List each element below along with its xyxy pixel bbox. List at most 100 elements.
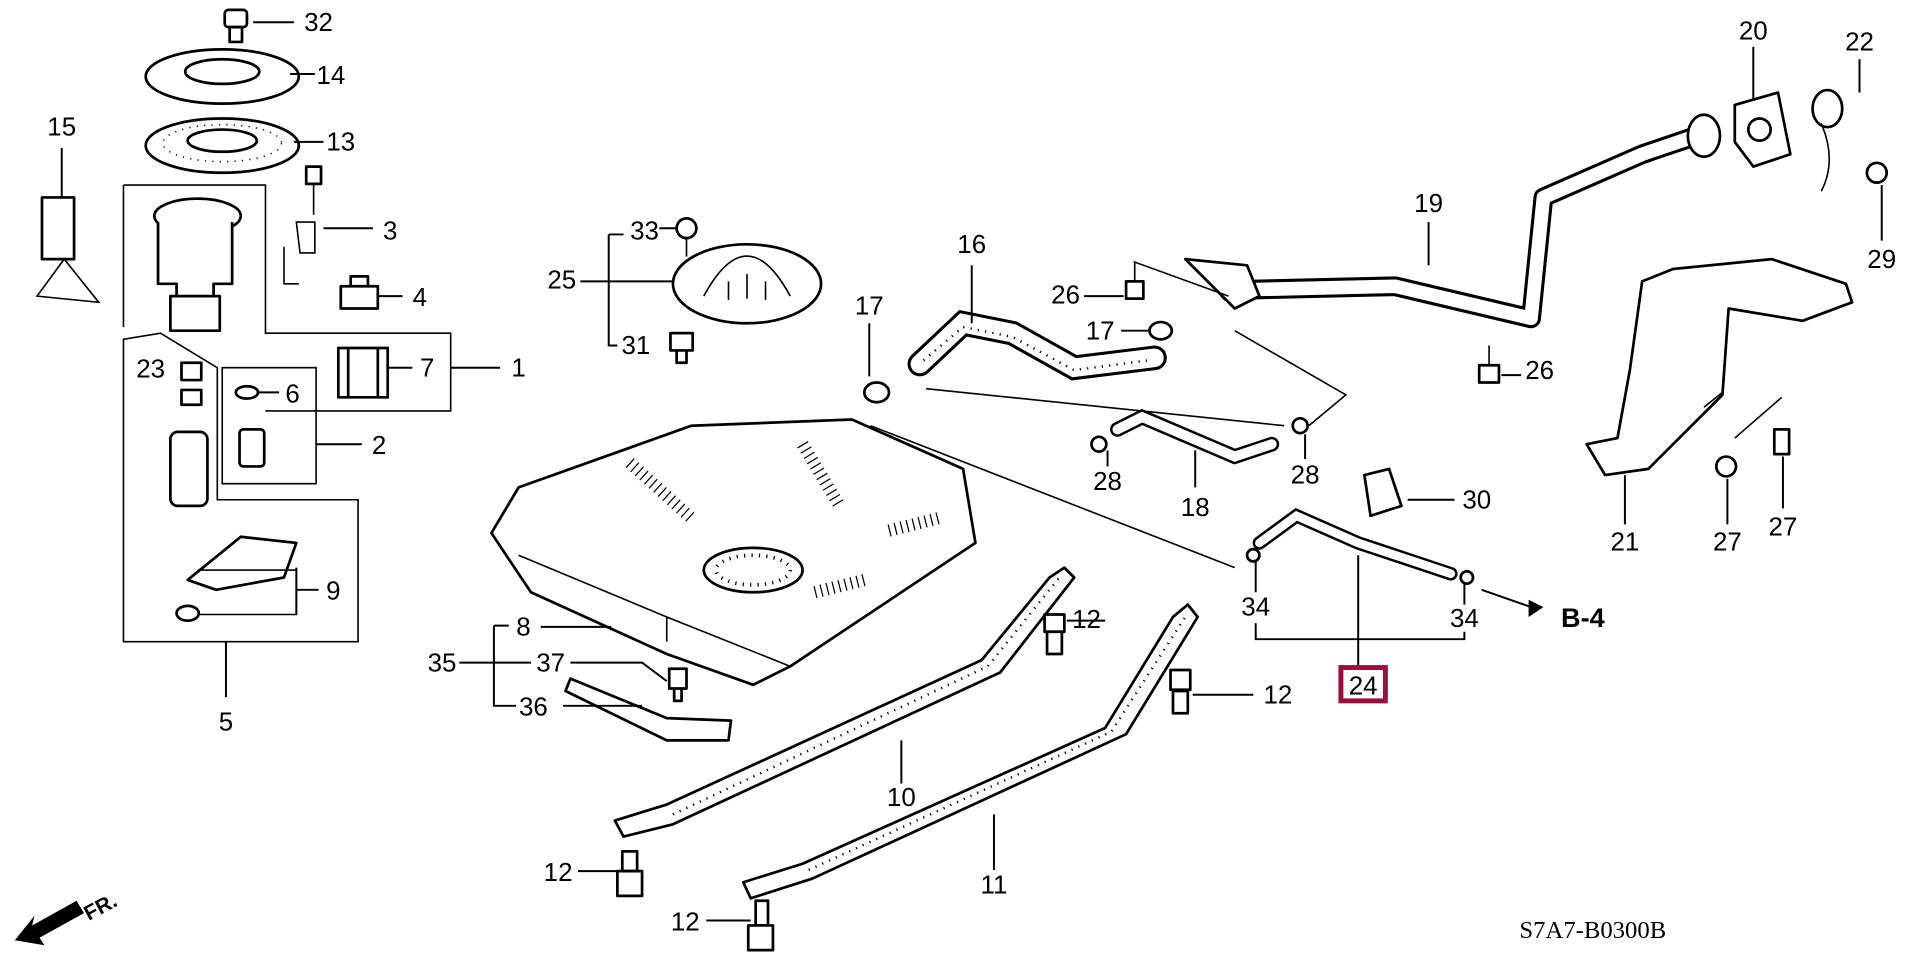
diagram-code: S7A7-B0300B <box>1519 917 1666 944</box>
front-label: FR. <box>80 889 121 925</box>
leader-lines <box>60 21 1883 922</box>
callout-22[interactable]: 22 <box>1845 29 1874 57</box>
callout-17[interactable]: 17 <box>855 293 884 321</box>
callout-5[interactable]: 5 <box>219 708 233 736</box>
packing-23-icon <box>180 361 203 407</box>
arrow-to-b4-icon <box>1528 599 1544 617</box>
callout-26[interactable]: 26 <box>1525 357 1554 385</box>
callout-27[interactable]: 27 <box>1769 514 1798 542</box>
callout-14[interactable]: 14 <box>316 62 345 90</box>
screw-33-icon <box>675 217 698 257</box>
hose-16-icon <box>907 309 1167 381</box>
fuel-pump-5-icon <box>122 332 359 643</box>
callout-9[interactable]: 9 <box>326 578 340 606</box>
guide-lines <box>870 387 1285 569</box>
callout-21[interactable]: 21 <box>1610 528 1639 556</box>
callout-11[interactable]: 11 <box>980 871 1007 899</box>
callout-20[interactable]: 20 <box>1739 17 1768 45</box>
strap-10-icon <box>613 566 1076 838</box>
ring-13-icon <box>144 117 301 175</box>
callout-26[interactable]: 26 <box>1051 282 1080 310</box>
hose-18-icon <box>1110 408 1280 465</box>
callout-16[interactable]: 16 <box>957 231 986 259</box>
clip-37-icon <box>667 667 688 703</box>
callout-17[interactable]: 17 <box>1086 317 1115 345</box>
callout-13[interactable]: 13 <box>326 129 355 157</box>
callout-25[interactable]: 25 <box>547 267 576 295</box>
callout-29[interactable]: 29 <box>1867 246 1896 274</box>
filler-pipe-19-icon <box>1133 113 1722 427</box>
callout-24[interactable]: 24 <box>1349 673 1378 701</box>
bolt-12-icon <box>1043 613 1066 656</box>
lock-ring-14-icon <box>144 48 301 106</box>
clip-34-icon <box>1245 547 1261 563</box>
base-20-icon <box>1733 91 1792 168</box>
part-drawings <box>35 8 1889 952</box>
callout-28[interactable]: 28 <box>1093 468 1122 496</box>
callout-23[interactable]: 23 <box>136 356 165 384</box>
callout-32[interactable]: 32 <box>304 9 333 37</box>
strap-11-icon <box>741 603 1200 900</box>
clip-29-icon <box>1865 161 1889 184</box>
callout-31[interactable]: 31 <box>621 332 650 360</box>
breather-hose-24-icon <box>1252 507 1458 581</box>
callout-30[interactable]: 30 <box>1462 486 1491 514</box>
connector-3-icon <box>283 165 323 285</box>
callout-18[interactable]: 18 <box>1181 494 1210 522</box>
clip-30-icon <box>1363 467 1403 518</box>
callout-12[interactable]: 12 <box>1264 681 1293 709</box>
callout-2[interactable]: 2 <box>372 432 386 460</box>
callout-34[interactable]: 34 <box>1241 594 1270 622</box>
bolt-26-icon <box>1124 261 1145 300</box>
bolt-26-icon <box>1477 345 1501 384</box>
front-arrow-icon <box>14 900 84 946</box>
callout-6[interactable]: 6 <box>285 380 299 408</box>
bolt-32-icon <box>223 8 249 44</box>
clip-27-icon <box>1703 391 1791 456</box>
callout-34[interactable]: 34 <box>1450 605 1479 633</box>
washer-6-icon <box>234 384 260 400</box>
fuel-pump-module-icon <box>122 184 452 412</box>
clip-28-icon <box>1291 416 1309 435</box>
fuel-tank-8-icon <box>490 418 977 687</box>
holder-7-icon <box>336 346 390 399</box>
front-direction-indicator: FR. <box>14 889 121 946</box>
callout-10[interactable]: 10 <box>887 784 916 812</box>
callout-35[interactable]: 35 <box>428 649 457 677</box>
cover-25-icon <box>671 242 823 325</box>
fuel-cap-22-icon <box>1811 88 1844 192</box>
clamp-17-icon <box>862 381 891 404</box>
callout-15[interactable]: 15 <box>47 114 76 142</box>
callout-19[interactable]: 19 <box>1414 190 1443 218</box>
callout-28[interactable]: 28 <box>1291 462 1320 490</box>
protector-36-icon <box>564 677 733 742</box>
clip-28-icon <box>1090 435 1108 453</box>
clip-31-icon <box>669 331 695 365</box>
regulator-2-icon <box>221 366 317 485</box>
callout-12[interactable]: 12 <box>671 908 700 936</box>
bolt-12-icon <box>1169 668 1192 715</box>
bolt-12-icon <box>746 899 775 952</box>
callout-33[interactable]: 33 <box>630 217 659 245</box>
callout-12[interactable]: 12 <box>1072 606 1101 634</box>
clamp-17-icon <box>1148 320 1174 341</box>
callout-37[interactable]: 37 <box>536 649 565 677</box>
callout-3[interactable]: 3 <box>383 217 397 245</box>
callout-27[interactable]: 27 <box>1713 528 1742 556</box>
reference-b4[interactable]: B-4 <box>1561 602 1605 633</box>
clip-34-icon <box>1459 569 1475 586</box>
callout-24-highlighted[interactable]: 24 <box>1338 665 1388 704</box>
callout-4[interactable]: 4 <box>413 284 427 312</box>
clip-4-icon <box>339 275 380 310</box>
bolt-12-icon <box>616 850 644 898</box>
callout-12[interactable]: 12 <box>544 859 573 887</box>
splash-shield-21-icon <box>1585 257 1854 477</box>
callout-1[interactable]: 1 <box>511 354 525 382</box>
callouts: 32 14 13 15 3 4 7 1 6 23 2 9 5 8 35 37 3… <box>47 9 1896 937</box>
clip-27-icon <box>1714 455 1738 478</box>
callout-8[interactable]: 8 <box>516 613 530 641</box>
callout-7[interactable]: 7 <box>420 354 434 382</box>
callout-36[interactable]: 36 <box>519 694 548 722</box>
bracket-15-icon <box>35 196 101 304</box>
